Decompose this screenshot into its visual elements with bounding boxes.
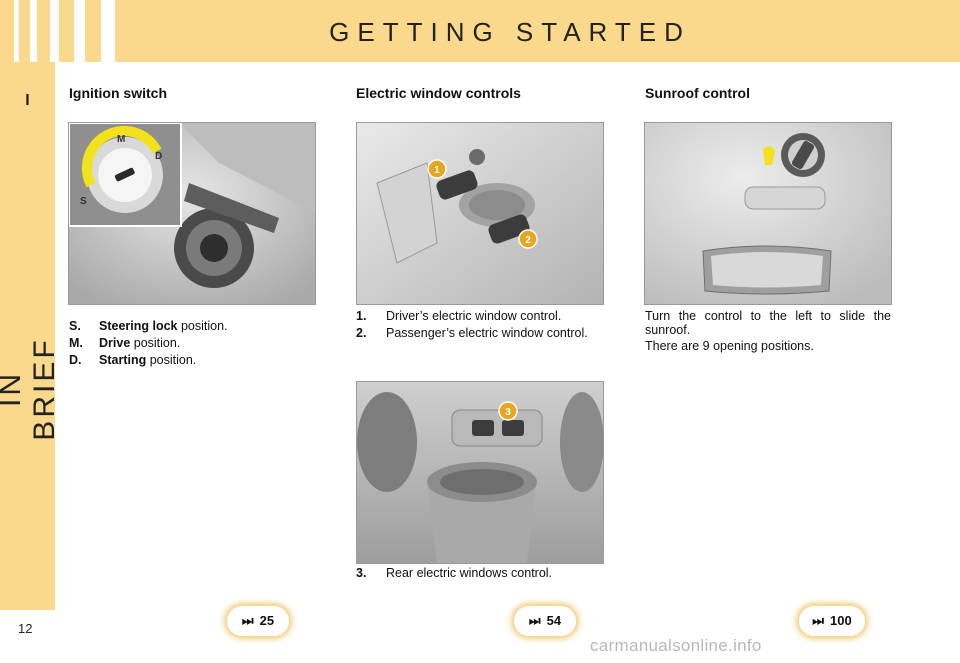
ignition-list: S.Steering lock position. M.Drive positi… [69, 319, 319, 370]
list-item: 3.Rear electric windows control. [356, 566, 553, 580]
list-item: 1.Driver’s electric window control. [356, 309, 562, 323]
section-label: IN BRIEF [0, 337, 61, 441]
header-stripe [30, 0, 37, 62]
sunroof-figure [644, 122, 892, 305]
page-ref-button[interactable]: ⏭54 [514, 606, 576, 636]
skip-forward-icon: ⏭ [528, 613, 541, 628]
list-item: S.Steering lock position. [69, 319, 228, 333]
sunroof-text-1: Turn the control to the left to slide th… [645, 309, 891, 337]
list-item: M.Drive position. [69, 336, 181, 350]
key-letter-m: M [117, 134, 126, 145]
svg-text:2: 2 [525, 235, 531, 246]
skip-forward-icon: ⏭ [812, 613, 824, 628]
ignition-figure [68, 122, 316, 305]
sunroof-text-2: There are 9 opening positions. [645, 339, 814, 353]
badge-3: 3 [498, 401, 518, 421]
badge-2: 2 [518, 229, 538, 249]
badge-1: 1 [427, 159, 447, 179]
svg-text:1: 1 [434, 165, 440, 176]
skip-forward-icon: ⏭ [241, 613, 254, 628]
header-stripe [74, 0, 85, 62]
page-title: GETTING STARTED [329, 17, 691, 47]
ignition-heading: Ignition switch [69, 85, 167, 101]
page-ref-button[interactable]: ⏭100 [799, 606, 865, 636]
key-letter-s: S [80, 196, 87, 207]
key-letter-d: D [155, 151, 163, 162]
page-number: 12 [18, 621, 33, 636]
svg-text:3: 3 [505, 407, 511, 418]
chapter-number: I [25, 92, 30, 109]
side-band [0, 62, 55, 610]
list-item: D.Starting position. [69, 353, 197, 367]
header-band [0, 0, 960, 62]
header-stripe [50, 0, 59, 62]
windows-figure [356, 122, 604, 305]
sunroof-heading: Sunroof control [645, 85, 750, 101]
watermark: carmanualsonline.info [590, 636, 762, 655]
windows-list: 1.Driver’s electric window control. 2.Pa… [356, 309, 596, 343]
page-ref-button[interactable]: ⏭25 [227, 606, 289, 636]
list-item: 2.Passenger’s electric window control. [356, 326, 588, 340]
header-stripe [101, 0, 115, 62]
rear-windows-list: 3.Rear electric windows control. [356, 566, 606, 583]
rear-windows-figure [356, 381, 604, 564]
header-stripe [14, 0, 19, 62]
windows-heading: Electric window controls [356, 85, 521, 101]
